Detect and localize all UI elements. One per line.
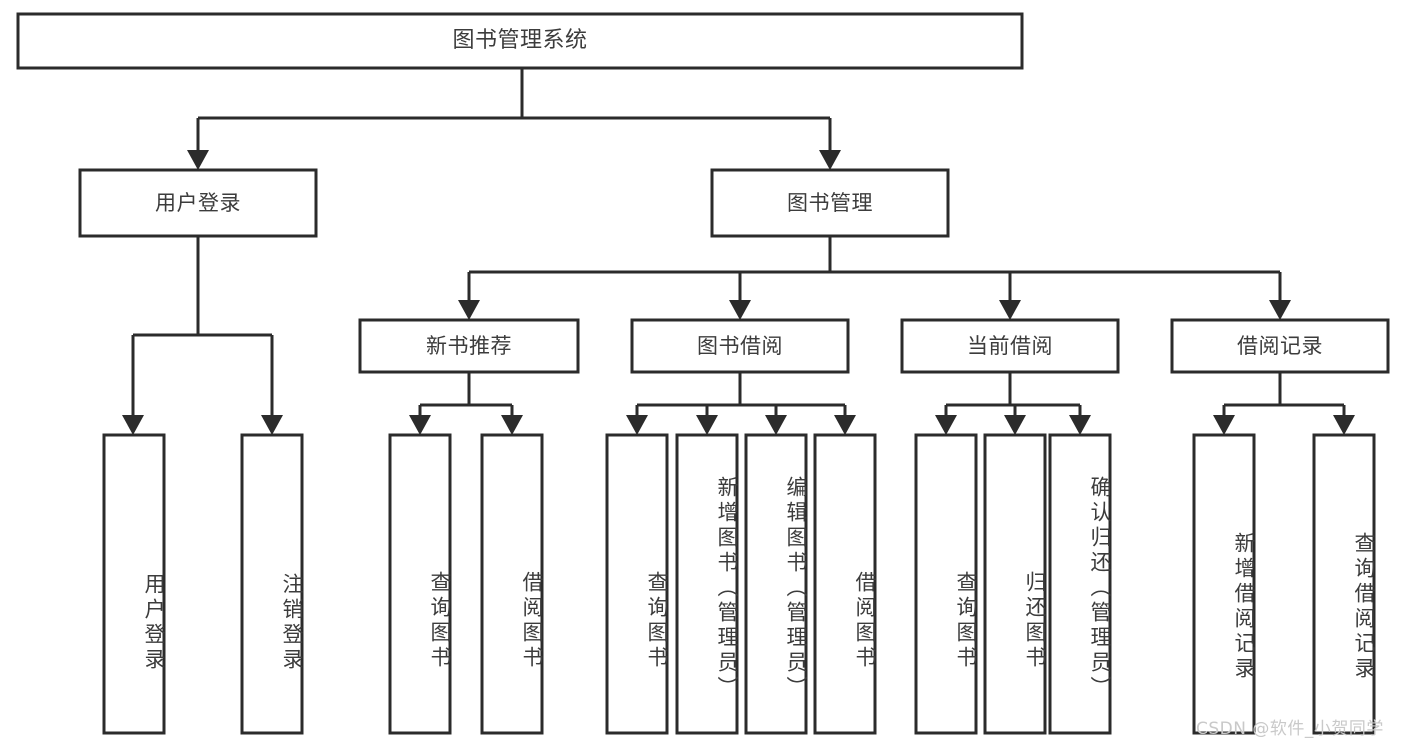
arrowhead-book-borrow-leaf-1 xyxy=(626,415,648,435)
arrowhead-new-book-leaf-2 xyxy=(501,415,523,435)
arrowhead-borrow-record xyxy=(1269,300,1291,320)
arrowhead-book-borrow xyxy=(729,300,751,320)
leaf-book-borrow-1[interactable] xyxy=(675,433,739,735)
leaf-book-borrow-0[interactable] xyxy=(605,433,669,735)
leaf-book-borrow-3[interactable] xyxy=(813,433,877,735)
leaf-user-login-1[interactable] xyxy=(240,433,304,735)
connectors-layer xyxy=(122,68,1355,435)
arrowhead-book-borrow-leaf-4 xyxy=(834,415,856,435)
node-book-borrow[interactable] xyxy=(630,318,850,374)
arrowhead-leaf-user-login-1 xyxy=(122,415,144,435)
arrowhead-borrow-record-leaf-1 xyxy=(1213,415,1235,435)
arrowhead-current-borrow-leaf-3 xyxy=(1069,415,1091,435)
arrowhead-current-borrow-leaf-2 xyxy=(1004,415,1026,435)
nodes-layer xyxy=(16,12,1390,735)
arrowhead-book-borrow-leaf-2 xyxy=(696,415,718,435)
node-new-book-recommend[interactable] xyxy=(358,318,580,374)
node-root[interactable] xyxy=(16,12,1024,70)
leaf-current-borrow-1[interactable] xyxy=(983,433,1047,735)
arrowhead-new-book-leaf-1 xyxy=(409,415,431,435)
arrowhead-book-mgmt xyxy=(819,150,841,170)
node-borrow-record[interactable] xyxy=(1170,318,1390,374)
arrowhead-leaf-user-login-2 xyxy=(261,415,283,435)
leaf-book-borrow-2[interactable] xyxy=(744,433,808,735)
leaf-new-book-0[interactable] xyxy=(388,433,452,735)
arrowhead-borrow-record-leaf-2 xyxy=(1333,415,1355,435)
node-book-management[interactable] xyxy=(710,168,950,238)
node-user-login[interactable] xyxy=(78,168,318,238)
arrowhead-current-borrow xyxy=(999,300,1021,320)
node-current-borrow[interactable] xyxy=(900,318,1120,374)
leaf-current-borrow-0[interactable] xyxy=(914,433,978,735)
arrowhead-book-borrow-leaf-3 xyxy=(765,415,787,435)
arrowhead-current-borrow-leaf-1 xyxy=(935,415,957,435)
leaf-borrow-record-0[interactable] xyxy=(1192,433,1256,735)
leaf-current-borrow-2[interactable] xyxy=(1048,433,1112,735)
arrowhead-new-book xyxy=(458,300,480,320)
leaf-borrow-record-1[interactable] xyxy=(1312,433,1376,735)
leaf-new-book-1[interactable] xyxy=(480,433,544,735)
leaf-user-login-0[interactable] xyxy=(102,433,166,735)
arrowhead-user-login xyxy=(187,150,209,170)
